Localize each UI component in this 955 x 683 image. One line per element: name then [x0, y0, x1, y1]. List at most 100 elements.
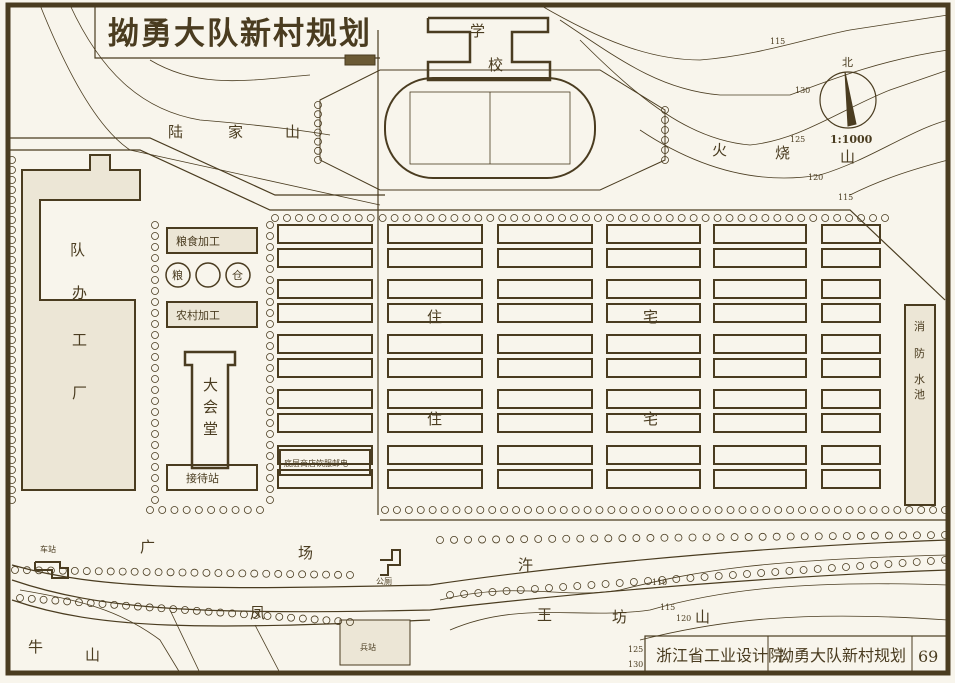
tree-icon [690, 506, 699, 514]
tree-icon [661, 116, 669, 124]
tree-icon [202, 568, 211, 577]
tree-icon [151, 309, 159, 317]
tree-icon [8, 296, 16, 304]
tree-icon [486, 214, 495, 222]
tree-icon [658, 576, 667, 584]
granary-silo [165, 262, 191, 288]
tree-icon [615, 579, 624, 587]
tree-icon [314, 128, 322, 137]
tree-icon [204, 607, 213, 616]
tree-icon [655, 506, 663, 514]
residential-building [606, 279, 701, 299]
school-building [426, 16, 552, 82]
tree-icon [492, 535, 501, 544]
contour-lines [19, 4, 949, 674]
residential-building [387, 334, 483, 354]
tree-icon [266, 485, 274, 493]
tree-icon [266, 397, 274, 405]
tree-icon [151, 474, 159, 482]
tree-icon [27, 594, 36, 603]
shops-label: 底层商店饮服邮电 [284, 458, 348, 468]
tree-icon [214, 569, 223, 577]
tree-icon [118, 567, 127, 576]
tree-icon [266, 287, 274, 295]
tree-icon [266, 298, 274, 306]
tree-icon [266, 474, 274, 482]
tree-icon [582, 214, 590, 222]
tree-icon [8, 246, 16, 254]
tree-icon [106, 567, 115, 576]
tree-icon [884, 560, 893, 568]
residential-building [387, 224, 483, 244]
tree-icon [8, 326, 16, 334]
tree-icon [689, 214, 698, 222]
grain-processing-building [166, 227, 258, 254]
tree-icon [773, 214, 782, 222]
tree-icon [334, 617, 343, 626]
factory-label: 队 [70, 241, 85, 259]
tree-icon [881, 506, 890, 514]
tree-icon [700, 573, 709, 581]
residential-building [713, 389, 807, 409]
tree-icon [306, 214, 315, 222]
tree-icon [151, 232, 159, 240]
tree-icon [262, 569, 271, 578]
residential-building [277, 469, 373, 489]
tree-icon [151, 320, 159, 328]
tree-icon [8, 276, 16, 284]
tree-icon [452, 506, 461, 514]
tree-icon [661, 106, 669, 114]
tree-icon [142, 568, 151, 576]
tree-icon [587, 581, 596, 589]
tree-icon [94, 567, 103, 576]
tree-icon [240, 610, 248, 619]
residential-building [497, 389, 593, 409]
residential-building [713, 445, 807, 465]
reception-building [166, 464, 258, 491]
north-arrow-icon [844, 71, 857, 127]
tree-icon [562, 534, 571, 543]
tree-icon [576, 534, 585, 543]
tree-icon [8, 486, 16, 494]
hill-label: 坊 [612, 608, 627, 626]
tree-icon [287, 613, 295, 622]
tree-icon [881, 214, 889, 222]
residential-building [821, 445, 881, 465]
tree-icon [661, 146, 669, 154]
tree-icon [286, 570, 295, 579]
tree-icon [8, 376, 16, 384]
tree-icon [151, 243, 159, 251]
tree-icon [661, 156, 669, 164]
tree-icon [192, 606, 201, 615]
river-label: 汻 [518, 556, 533, 574]
tree-icon [758, 532, 767, 541]
tree-icon [524, 506, 532, 514]
tree-icon [8, 336, 16, 344]
tree-icon [8, 436, 16, 444]
residential-building [497, 248, 593, 268]
tree-icon [23, 566, 31, 575]
residential-building [713, 413, 807, 433]
tree-icon [744, 533, 753, 541]
tree-icon [856, 562, 865, 570]
contour-label: 130 [795, 86, 810, 95]
tree-icon [799, 566, 808, 574]
hill-label: 陆 [168, 123, 183, 141]
tree-icon [500, 506, 509, 514]
residential-building [387, 248, 483, 268]
residential-building [606, 445, 701, 465]
tree-icon [151, 298, 159, 306]
tree-icon [151, 254, 159, 262]
tree-icon [330, 214, 339, 222]
residential-building [387, 279, 483, 299]
tree-icon [393, 506, 401, 514]
tree-icon [737, 214, 746, 222]
tree-icon [570, 214, 578, 222]
hill-label: 山 [285, 123, 300, 141]
tree-icon [238, 569, 247, 578]
tree-icon [8, 416, 16, 424]
farm-processing-label: 农村加工 [176, 308, 220, 322]
hill-label: 家 [228, 123, 243, 141]
residential-building [713, 469, 807, 489]
